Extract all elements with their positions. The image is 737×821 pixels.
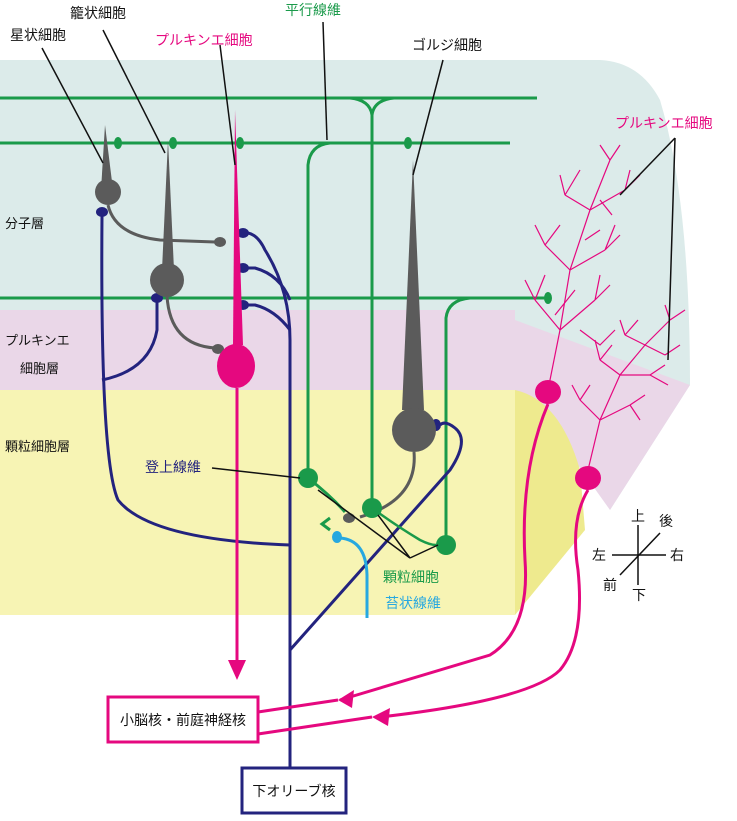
molecular-layer-band [0,60,690,510]
stellate-cell [95,125,226,247]
granular-layer-label: 顆粒細胞層 [5,440,70,455]
granule-axon-left [306,141,331,478]
inferior-olive-label: 下オリーブ核 [252,783,335,800]
purkinje-cell-main [217,110,255,680]
granule-cell-label: 顆粒細胞 [383,570,439,586]
olive-diagonal [288,421,463,651]
granule-axon-right [444,296,471,545]
climbing-to-basket [101,298,159,382]
climbing-fiber-label: 登上線維 [145,460,201,476]
purkinje-cell-right-2 [379,304,686,719]
inferior-olive-box [240,766,348,815]
mossy-fiber [332,531,369,618]
right-purkinje-to-box [257,698,373,736]
cerebellar-nuclei-label: 小脳核・前庭神経核 [120,712,246,729]
labels: 星状細胞 籠状細胞 プルキンエ細胞 平行線維 ゴルジ細胞 プルキンエ細胞 分子層… [5,3,713,612]
granule-to-cf-arrow [319,516,331,532]
purkinje-layer-label-2: 細胞層 [20,362,59,377]
purkinje-layer-band [0,310,545,390]
cerebellar-nuclei-box [106,695,260,744]
purkinje-right-label: プルキンエ細胞 [615,116,713,132]
golgi-cell [343,160,436,523]
purkinje-top-label: プルキンエ細胞 [155,33,253,49]
compass-back: 後 [659,514,673,530]
golgi-cell-label: ゴルジ細胞 [412,37,482,54]
cortex-layers [0,60,690,615]
purkinje-layer-label-1: プルキンエ [5,334,70,349]
climbing-branch-2 [245,303,292,331]
climbing-branch-1 [245,266,292,301]
compass-front: 前 [603,577,617,594]
compass-left: 左 [592,548,606,564]
synapse-dots [114,137,552,304]
right-purkinje-arrowheads [338,690,390,726]
basket-cell [150,140,224,354]
granular-layer-side [515,390,585,615]
granular-layer-band [0,390,515,615]
stellate-cell-label: 星状細胞 [10,28,66,44]
granule-dendrite-right [371,506,437,547]
basket-cell-label: 籠状細胞 [70,6,126,22]
climbing-to-stellate [100,214,291,547]
parallel-fiber-label: 平行線維 [285,3,341,19]
compass-up: 上 [631,509,645,525]
purkinje-cell-right-1 [339,144,641,702]
direction-compass: 上 下 左 右 前 後 [592,509,684,604]
molecular-layer-label: 分子層 [5,217,44,232]
leader-lines [41,21,676,559]
climbing-fiber-main [247,231,292,770]
granule-axon-center [349,96,395,508]
mossy-fiber-label: 苔状線維 [385,595,441,612]
climbing-fibers [100,214,463,770]
compass-down: 下 [632,588,646,604]
compass-right: 右 [670,548,684,564]
